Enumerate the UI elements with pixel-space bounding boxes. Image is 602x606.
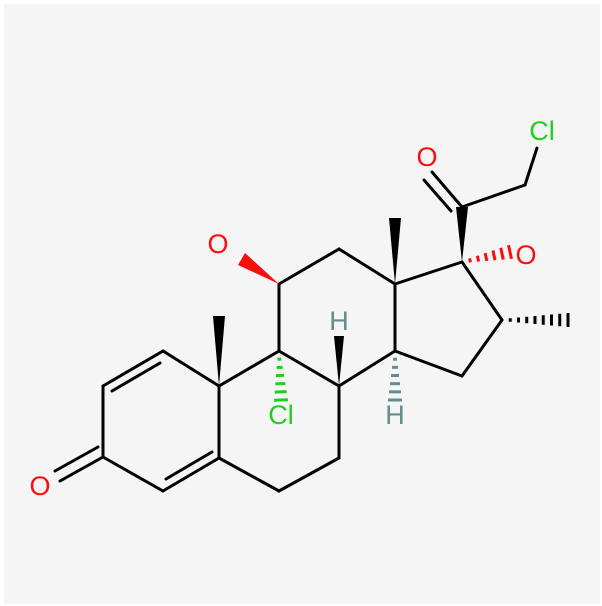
atom-label-o-c3: O [29,471,50,501]
bond-c1-c2 [101,349,165,388]
hash-c17-oh-stroke [475,255,481,262]
bond-c5-c6 [217,456,281,493]
bond-c21-cl [523,146,539,187]
atom-label-cl9: Cl [268,400,294,430]
hash-c17-oh [468,244,513,263]
atom-label-h-c8: H [329,306,349,336]
bond-c4-c5 [161,456,221,493]
stereo-hashes-group [273,244,570,402]
bond-c17-c16 [460,260,504,322]
wedge-c11-oh [238,253,279,284]
atom-label-o-c11: O [207,229,228,259]
bond-c3-c4 [101,455,165,493]
bond-c10-c1 [161,349,221,388]
hash-c14-h [388,357,402,402]
background-panel [4,4,600,604]
bond-c20-c21 [460,183,527,209]
bond-c12-c13 [337,247,397,286]
hash-c17-oh-stroke [499,247,505,260]
bond-c1-c2-double [110,361,162,393]
bond-c20-o [430,170,464,209]
bond-c6-c7 [277,456,341,493]
bond-c4-c5-double [164,450,214,481]
bond-c16-c15 [460,318,504,378]
hash-c17-oh-stroke [468,258,472,263]
bond-c15-c14 [393,349,464,378]
atom-label-cl1: Cl [529,116,555,146]
wedge-c10-methyl [213,316,225,386]
atom-labels-group: Cl O O O H Cl H O [29,116,554,501]
bond-c13-c17 [393,260,464,286]
atom-label-h-c14: H [385,400,405,430]
bond-c9-c10 [217,349,281,388]
bonds-group [53,146,539,493]
stereo-wedges-group [213,207,468,386]
atom-label-o-ketone: O [416,142,437,172]
bond-c3-o [58,455,105,483]
wedge-c13-methyl [389,218,401,284]
bond-c3-o-double [53,445,100,473]
hash-c17-oh-stroke [483,252,489,262]
hash-c17-oh-stroke [491,250,497,261]
bond-c14-c8 [337,349,397,388]
bond-c11-c12 [277,247,341,286]
hash-c17-oh-stroke [507,244,513,260]
atom-label-o-c17: O [515,240,536,270]
hash-c16-methyl [508,313,570,327]
wedge-c17-c20 [456,207,468,262]
hash-c9-cl [273,357,289,402]
hash-c9-cl-stroke [273,398,289,402]
bond-c8-c9 [277,349,341,388]
bond-c20-o-double [422,178,453,213]
wedge-c8-h [334,336,344,386]
